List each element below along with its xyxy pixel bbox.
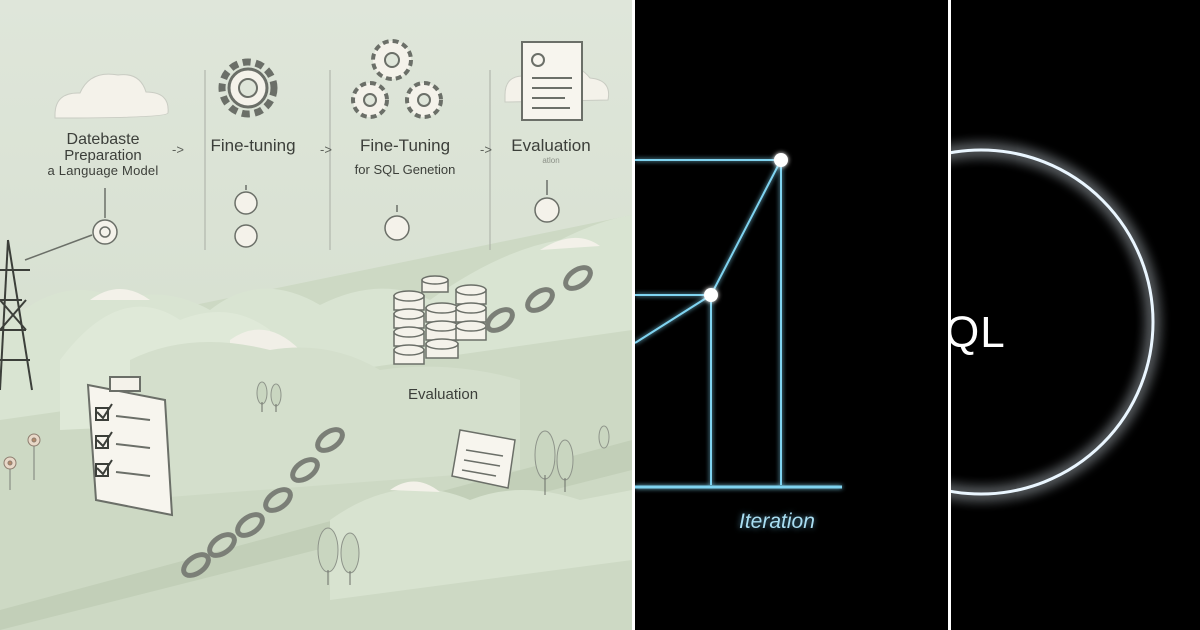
iteration-label: Iteration	[739, 510, 815, 533]
scene-label-evaluation: Evaluation	[408, 386, 479, 403]
workflow-illustration-panel: Datebaste Preparation a Language Model -…	[0, 0, 632, 630]
sql-circle-panel: QL	[951, 0, 1200, 630]
guide-lines	[204, 70, 491, 250]
database-icon	[393, 275, 487, 365]
arrow-glyph: ->	[480, 142, 492, 157]
panel-divider	[632, 0, 635, 630]
gear-icon	[218, 58, 278, 118]
iteration-graph-panel: Iteration	[635, 0, 948, 630]
step-label-fine-tuning: Fine-tuning	[210, 136, 296, 155]
checklist-clipboard-icon	[86, 376, 174, 517]
step-label-database-preparation: Datebaste Preparation a Language Model	[47, 131, 159, 179]
chain-link-icon	[181, 265, 593, 578]
trend-line	[635, 159, 782, 344]
arrow-glyph: ->	[320, 142, 332, 157]
gears-cluster-icon	[351, 39, 443, 119]
data-point	[704, 288, 718, 302]
step-label-evaluation: Evaluation atlon	[511, 136, 591, 166]
iteration-graph	[635, 153, 842, 489]
document-icon	[504, 41, 610, 121]
arrow-glyph: ->	[172, 142, 184, 157]
tree-icon	[256, 381, 610, 585]
power-tower-icon	[0, 239, 33, 391]
illustration-scene	[0, 39, 632, 630]
sql-label: QL	[951, 308, 1006, 357]
note-card-icon	[451, 429, 516, 489]
sql-ring	[951, 148, 1155, 496]
step-connectors	[24, 180, 560, 261]
panel-divider	[948, 0, 951, 630]
step-label-fine-tuning-sql: Fine-Tuning for SQL Genetion	[354, 136, 456, 178]
glow-ring	[951, 148, 1155, 496]
flower-icon	[3, 433, 41, 490]
cloud-icon	[54, 73, 169, 119]
data-point	[774, 153, 788, 167]
